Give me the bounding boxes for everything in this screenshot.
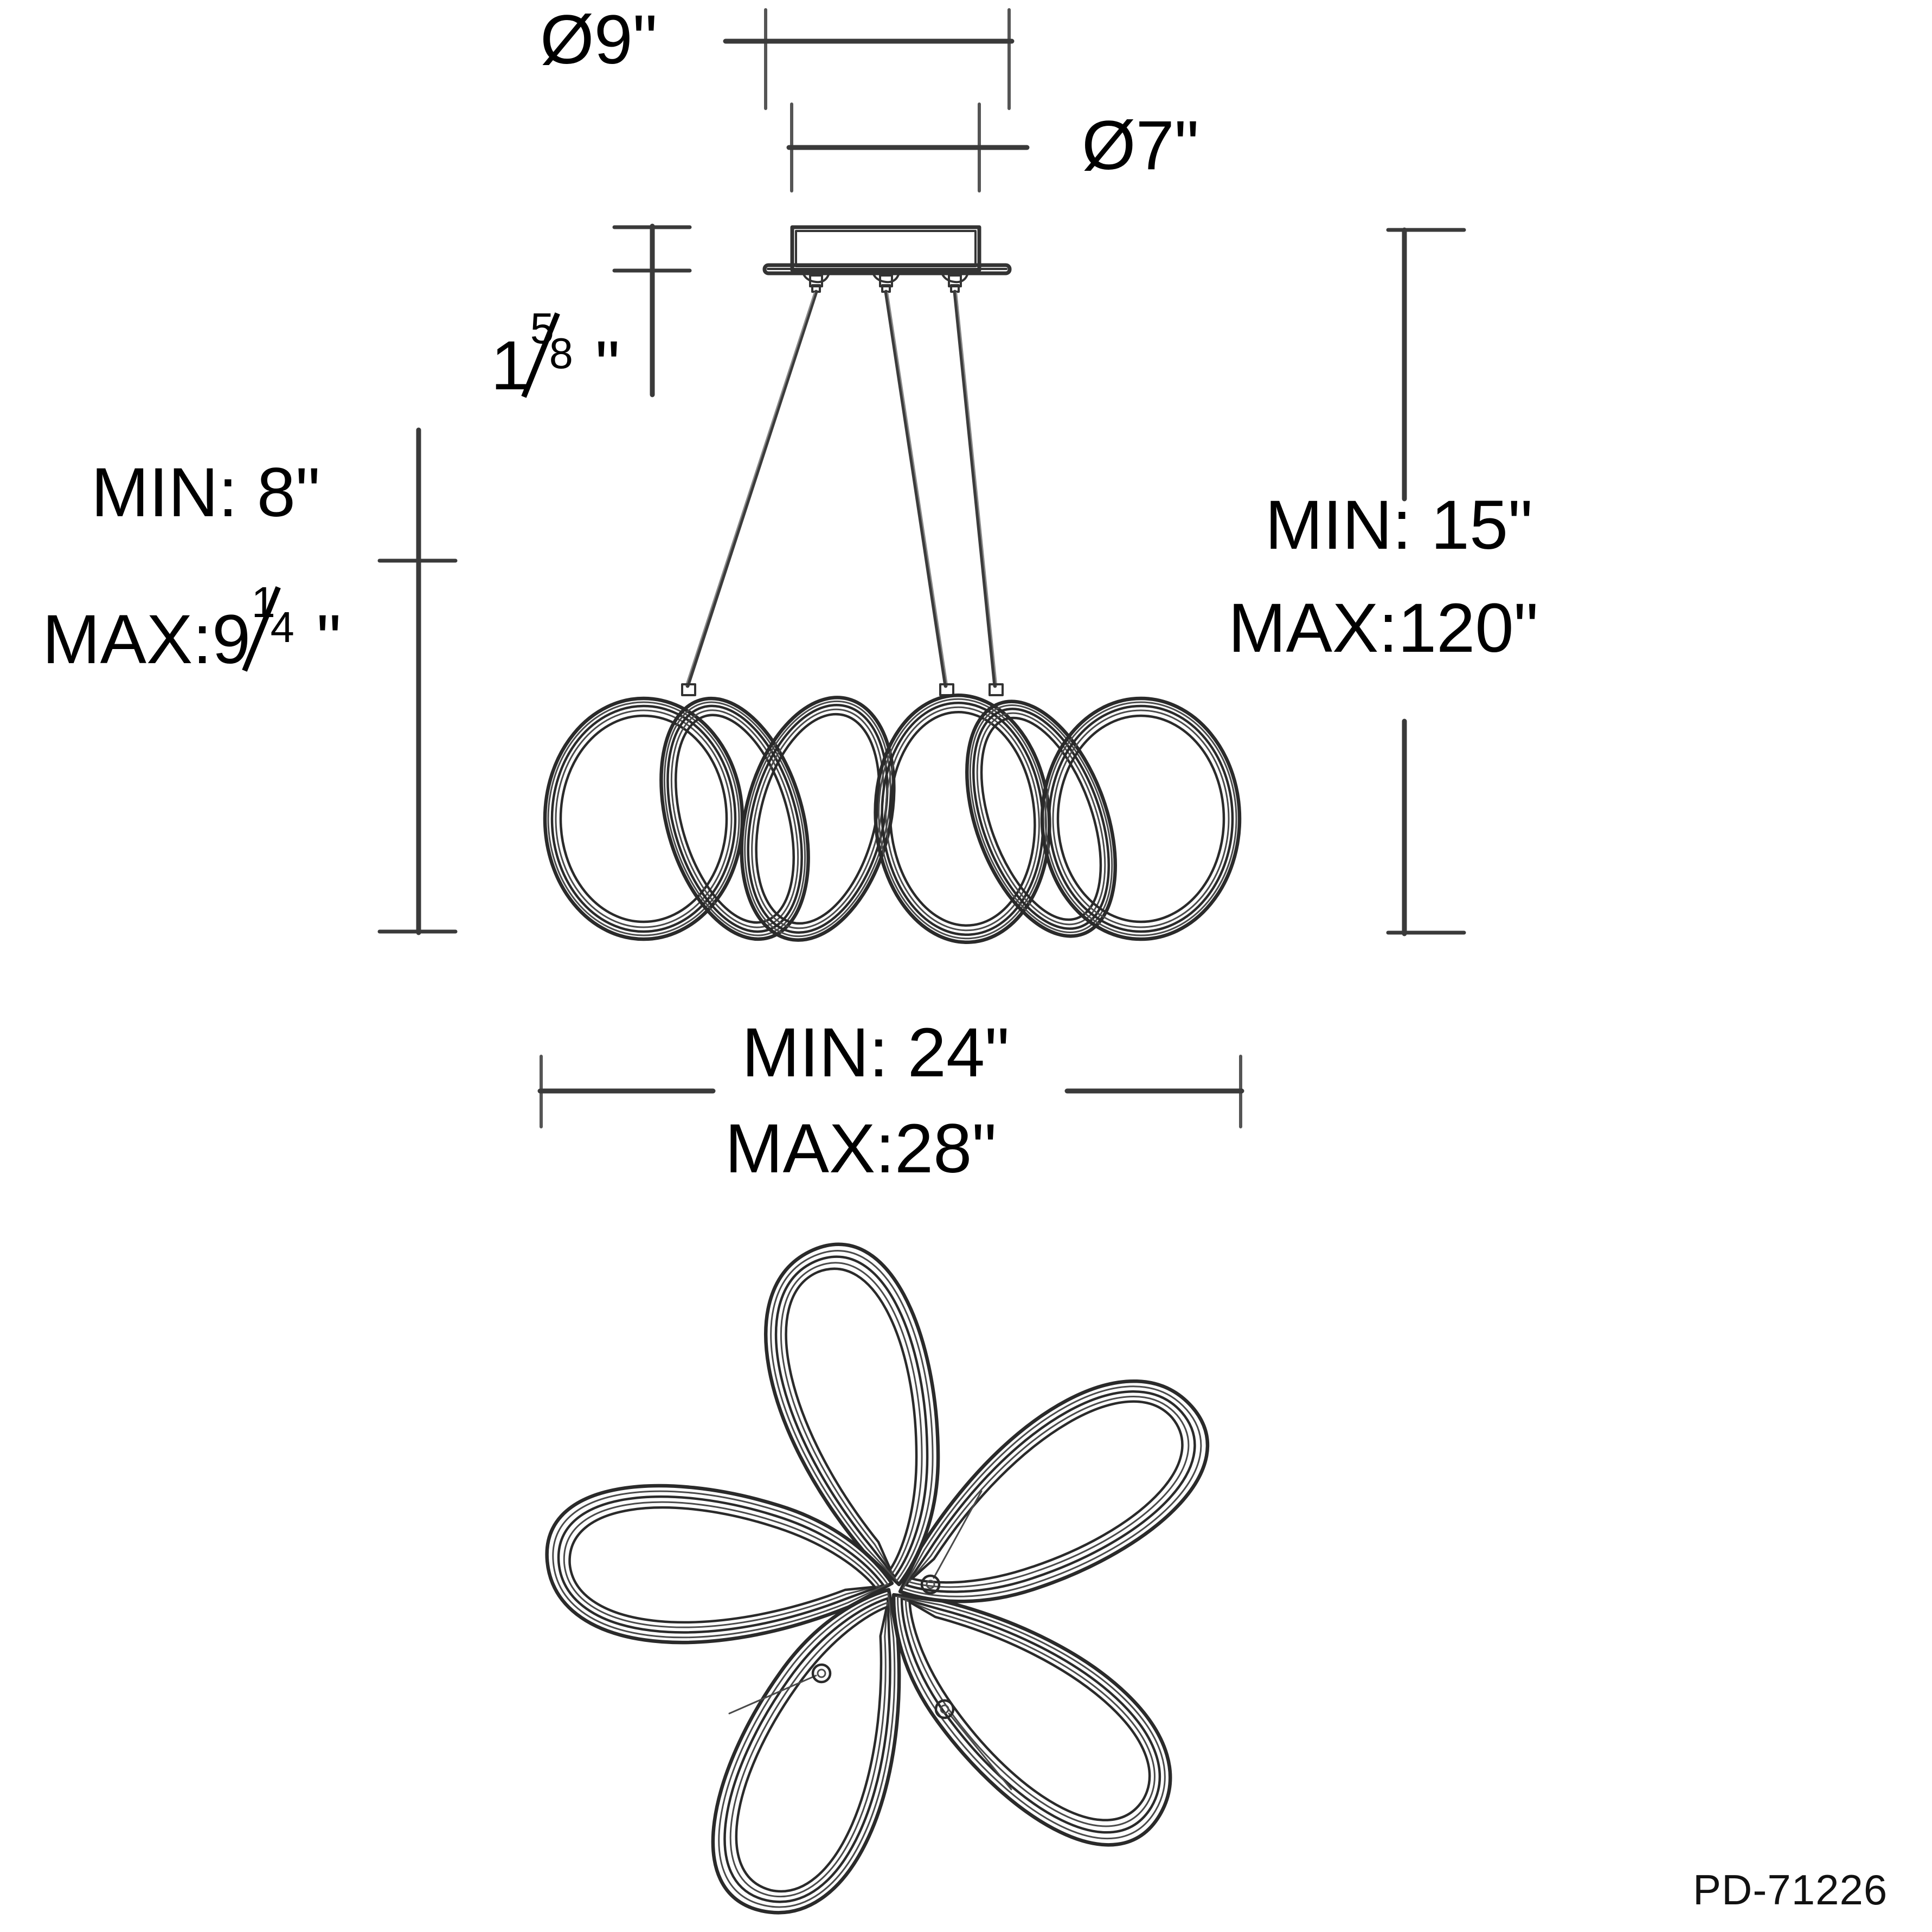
canopy-height-whole: 1 — [491, 327, 530, 405]
dimension-overall-drop — [1386, 227, 1466, 936]
cable-grip-right — [941, 272, 969, 293]
ring-2 — [659, 696, 810, 941]
fixture-height-max-prefix: MAX:9 — [42, 601, 251, 678]
plan-cable-point-2 — [728, 1663, 832, 1715]
label-fixture-width-min: MIN: 24" — [742, 1014, 1010, 1092]
cable-clip-3 — [989, 683, 1004, 696]
label-canopy-outer-diameter: Ø9" — [540, 1, 658, 79]
petal-3 — [891, 1593, 1172, 1847]
label-fixture-width-max: MAX:28" — [725, 1110, 997, 1188]
label-canopy-inner-diameter: Ø7" — [1082, 107, 1199, 184]
ring-5 — [965, 699, 1117, 938]
fixture-height-max-denominator: 4 — [270, 603, 294, 652]
ring-4 — [874, 694, 1051, 944]
label-overall-drop-min: MIN: 15" — [1265, 486, 1533, 564]
suspension-cables — [681, 290, 1004, 696]
dimension-fixture-height — [377, 427, 458, 935]
petal-4 — [711, 1588, 901, 1915]
cable-clip-2 — [939, 683, 954, 696]
cable-clip-1 — [681, 683, 696, 696]
ring-1 — [543, 696, 744, 941]
ceiling-canopy — [762, 225, 1012, 293]
fixture-height-max-unit: " — [316, 601, 342, 678]
petal-1 — [764, 1242, 940, 1587]
petal-5 — [545, 1484, 894, 1645]
part-number-label: PD-71226 — [1693, 1866, 1888, 1914]
dimension-canopy-inner-diameter — [786, 102, 1030, 192]
cable-3 — [953, 290, 998, 688]
dimension-canopy-outer-diameter — [723, 8, 1015, 110]
canopy-height-unit: " — [595, 327, 620, 405]
elevation-ring-assembly — [543, 694, 1242, 944]
ring-6 — [1040, 696, 1242, 941]
label-overall-drop-max: MAX:120" — [1228, 589, 1538, 667]
plan-view-flower — [545, 1242, 1210, 1915]
ring-3 — [740, 696, 896, 942]
dimension-canopy-height — [612, 223, 692, 397]
label-fixture-height-min: MIN: 8" — [91, 454, 320, 531]
petal-2 — [898, 1379, 1210, 1603]
cable-grip-center — [872, 272, 900, 293]
cable-grip-left — [802, 272, 830, 293]
plan-cable-point-3 — [934, 1699, 1012, 1790]
cable-2 — [884, 290, 948, 688]
plan-cable-point-1 — [920, 1490, 983, 1595]
canopy-height-denominator: 8 — [549, 329, 573, 378]
cable-1 — [685, 290, 818, 688]
